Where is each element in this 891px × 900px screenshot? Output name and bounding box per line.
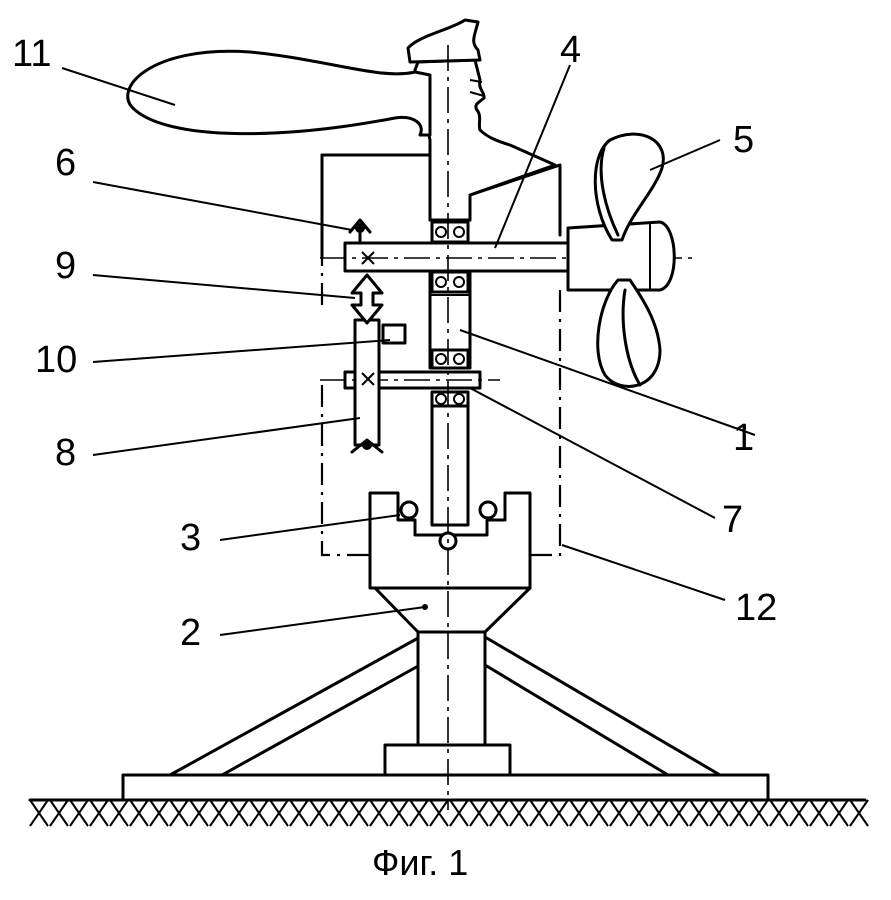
ground-hatching: [28, 798, 869, 827]
bearing-lower-upper: [430, 348, 470, 370]
bearing-middle: [430, 270, 470, 294]
label-5: 5: [733, 119, 754, 161]
waving-arm: [126, 49, 432, 137]
label-6: 6: [55, 142, 76, 184]
pivot-marks: [361, 251, 375, 386]
horizontal-shaft: [343, 241, 572, 273]
connecting-link: [350, 273, 384, 325]
sailor-cap: [406, 18, 482, 64]
ball-bearing-left: [399, 500, 419, 520]
label-4: 4: [560, 29, 581, 71]
label-11: 11: [12, 33, 51, 75]
lever: [353, 318, 381, 447]
leader-lines: [61, 64, 756, 636]
callout-labels: 11 4 5 6 9 10 1 8 7 3 12 2: [12, 29, 777, 654]
label-2: 2: [180, 612, 201, 654]
ball-bearing-right: [478, 500, 498, 520]
stop-block: [381, 323, 407, 345]
label-8: 8: [55, 432, 76, 474]
bearing-upper: [430, 220, 470, 244]
base-plate: [121, 773, 770, 802]
propeller: [566, 132, 676, 388]
shaft-lower: [430, 396, 470, 527]
label-12: 12: [735, 587, 777, 629]
figure-caption: Фиг. 1: [372, 842, 468, 883]
label-7: 7: [722, 499, 743, 541]
label-9: 9: [55, 245, 76, 287]
bearing-lower: [430, 390, 470, 408]
label-1: 1: [733, 417, 754, 459]
label-3: 3: [180, 517, 201, 559]
support-column: [416, 630, 487, 747]
label-10: 10: [35, 339, 77, 381]
